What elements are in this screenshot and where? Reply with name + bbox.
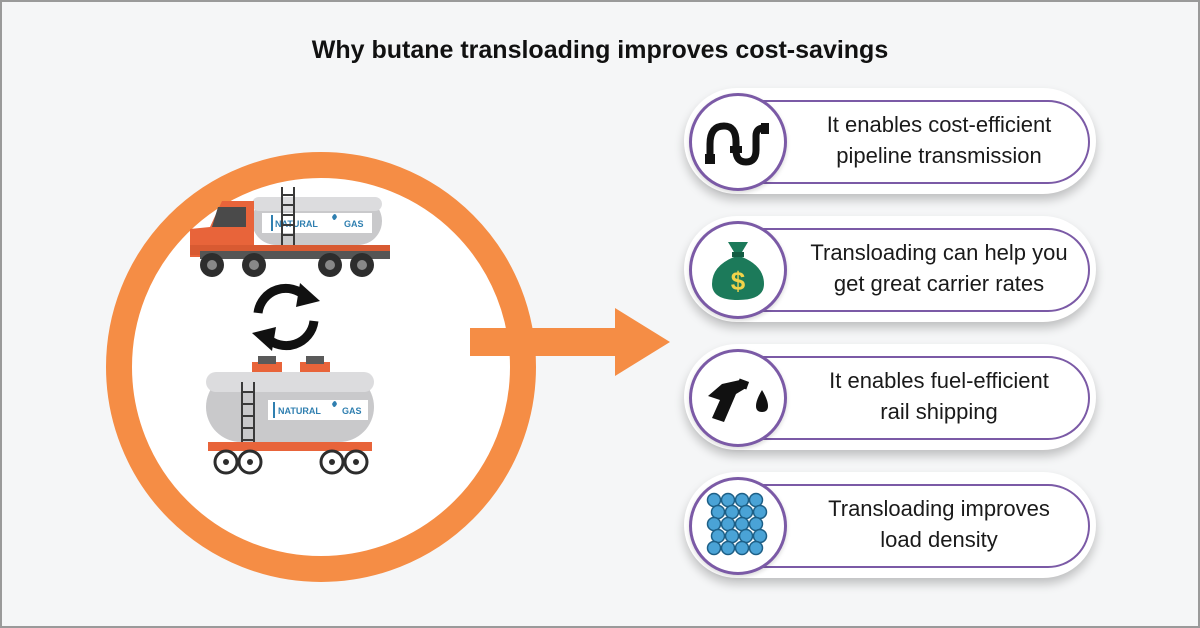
sphere	[752, 528, 768, 544]
benefit-icon-badge	[689, 477, 787, 575]
sphere	[720, 492, 736, 508]
sphere	[748, 540, 764, 556]
truck-tank-label-a: NATURAL	[275, 219, 318, 229]
benefit-text: It enables fuel-efficient rail shipping	[780, 358, 1098, 434]
sphere	[724, 504, 740, 520]
benefit-text: It enables cost-efficient pipeline trans…	[780, 102, 1098, 178]
stacked-spheres-icon	[706, 492, 768, 556]
benefit-icon-badge	[689, 93, 787, 191]
benefit-text: Transloading can help you get great carr…	[780, 230, 1098, 306]
money-bag-icon: $	[712, 242, 764, 300]
sphere	[706, 516, 722, 532]
fuel-nozzle-icon	[708, 378, 768, 422]
sphere	[706, 492, 722, 508]
sphere	[720, 516, 736, 532]
sphere	[734, 540, 750, 556]
sphere	[734, 492, 750, 508]
sphere	[738, 504, 754, 520]
sphere	[706, 540, 722, 556]
tanker-truck-icon: NATURAL GAS	[190, 187, 390, 277]
benefit-line-2: load density	[880, 527, 998, 552]
benefit-line-1: Transloading can help you	[810, 240, 1068, 265]
sphere	[710, 504, 726, 520]
benefit-icon-badge	[689, 349, 787, 447]
sphere	[734, 516, 750, 532]
vehicles-illustration: NATURAL GAS	[190, 187, 390, 475]
sphere	[748, 492, 764, 508]
benefit-line-2: rail shipping	[880, 399, 998, 424]
benefit-line-2: get great carrier rates	[833, 271, 1045, 296]
benefit-line-1: It enables fuel-efficient	[829, 368, 1049, 393]
page-title: Why butane transloading improves cost-sa…	[311, 36, 889, 64]
benefit-icon-badge: $	[689, 221, 787, 319]
truck-tank-label-b: GAS	[344, 219, 364, 229]
benefit-line-1: It enables cost-efficient	[826, 112, 1052, 137]
sphere	[752, 504, 768, 520]
svg-text:$: $	[731, 266, 746, 296]
sphere	[724, 528, 740, 544]
rail-tank-car-icon: NATURAL GAS	[206, 356, 374, 475]
sphere	[748, 516, 764, 532]
benefit-line-1: Transloading improves	[828, 496, 1050, 521]
refresh-icon	[252, 283, 320, 351]
benefit-line-2: pipeline transmission	[836, 143, 1042, 168]
pipeline-icon	[705, 122, 769, 166]
benefit-card-rail-shipping: It enables fuel-efficient rail shipping	[684, 344, 1096, 450]
sphere	[738, 528, 754, 544]
benefit-card-pipeline: It enables cost-efficient pipeline trans…	[684, 88, 1096, 194]
rail-tank-label-b: GAS	[342, 406, 362, 416]
right-arrow-icon	[470, 308, 670, 376]
rail-tank-label-a: NATURAL	[278, 406, 321, 416]
sphere	[710, 528, 726, 544]
sphere	[720, 540, 736, 556]
benefit-card-carrier-rates: $ Transloading can help you get great ca…	[684, 216, 1096, 322]
benefit-card-load-density: Transloading improves load density	[684, 472, 1096, 578]
benefit-text: Transloading improves load density	[780, 486, 1098, 562]
